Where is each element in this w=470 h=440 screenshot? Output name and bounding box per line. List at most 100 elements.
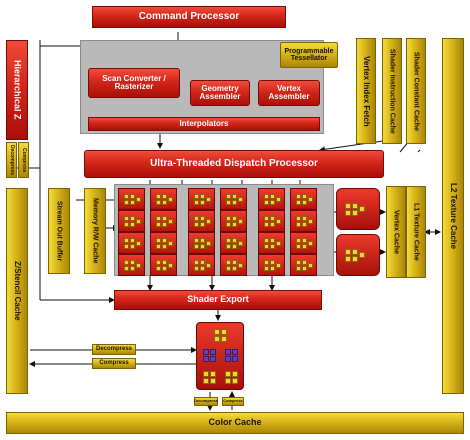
simd-core bbox=[258, 188, 285, 210]
render-backend-cell bbox=[225, 378, 231, 384]
simd-alu-cell bbox=[162, 200, 167, 205]
texture-unit-cell bbox=[345, 203, 351, 209]
simd-alu-cell bbox=[162, 216, 167, 221]
simd-alu-cell bbox=[226, 266, 231, 271]
render-backend-cell bbox=[210, 349, 216, 355]
z-stencil-cache-label: Z/Stencil Cache bbox=[13, 261, 23, 321]
simd-alu-cell bbox=[200, 244, 205, 249]
simd-alu-cell bbox=[264, 266, 269, 271]
simd-alu-cell bbox=[124, 200, 129, 205]
simd-alu-cell bbox=[232, 244, 237, 249]
decompress-left-top-block: Decompress bbox=[6, 142, 17, 178]
compress-left-top-block: Compress bbox=[18, 142, 29, 178]
simd-alu-cell bbox=[156, 238, 161, 243]
render-backend-cell bbox=[225, 371, 231, 377]
simd-alu-cell bbox=[130, 266, 135, 271]
tessellator-label: Programmable Tessellator bbox=[284, 47, 334, 62]
simd-alu-cell bbox=[124, 266, 129, 271]
simd-alu-cell bbox=[296, 244, 301, 249]
simd-alu-cell bbox=[264, 244, 269, 249]
shader-instruction-cache-label: Shader Instruction Cache bbox=[388, 48, 396, 134]
simd-alu-cell bbox=[302, 194, 307, 199]
simd-core bbox=[118, 232, 145, 254]
simd-alu-cell bbox=[238, 241, 243, 246]
simd-alu-cell bbox=[194, 200, 199, 205]
simd-alu-cell bbox=[270, 194, 275, 199]
simd-alu-cell bbox=[296, 222, 301, 227]
simd-core bbox=[188, 188, 215, 210]
simd-alu-cell bbox=[232, 194, 237, 199]
scan-converter-block: Scan Converter / Rasterizer bbox=[88, 68, 180, 98]
texture-unit-top bbox=[336, 188, 380, 230]
simd-alu-cell bbox=[206, 197, 211, 202]
simd-alu-cell bbox=[232, 222, 237, 227]
simd-alu-cell bbox=[270, 200, 275, 205]
simd-alu-cell bbox=[238, 197, 243, 202]
simd-alu-cell bbox=[232, 266, 237, 271]
simd-alu-cell bbox=[226, 200, 231, 205]
simd-alu-cell bbox=[156, 266, 161, 271]
simd-core bbox=[220, 254, 247, 276]
simd-alu-cell bbox=[124, 216, 129, 221]
simd-alu-cell bbox=[124, 194, 129, 199]
simd-core bbox=[188, 210, 215, 232]
simd-alu-cell bbox=[124, 244, 129, 249]
texture-unit-cell bbox=[352, 203, 358, 209]
vertex-cache-block: Vertex Cache bbox=[386, 186, 406, 278]
shader-instruction-cache-block: Shader Instruction Cache bbox=[382, 38, 402, 144]
simd-alu-cell bbox=[302, 200, 307, 205]
render-backend-cell bbox=[210, 356, 216, 362]
simd-alu-cell bbox=[276, 241, 281, 246]
simd-alu-cell bbox=[270, 244, 275, 249]
command-processor-block: Command Processor bbox=[92, 6, 286, 28]
render-backend-cell bbox=[225, 349, 231, 355]
decompress-bottom-block: Decompress bbox=[194, 397, 218, 406]
simd-alu-cell bbox=[232, 260, 237, 265]
simd-alu-cell bbox=[156, 244, 161, 249]
simd-alu-cell bbox=[156, 222, 161, 227]
simd-alu-cell bbox=[136, 197, 141, 202]
simd-alu-cell bbox=[226, 238, 231, 243]
simd-alu-cell bbox=[226, 194, 231, 199]
decompress-bottom-label: Decompress bbox=[194, 398, 219, 404]
simd-alu-cell bbox=[308, 241, 313, 246]
render-backend-cell bbox=[203, 378, 209, 384]
vertex-assembler-block: Vertex Assembler bbox=[258, 80, 320, 106]
texture-unit-bottom bbox=[336, 234, 380, 276]
memory-rw-cache-label: Memory R/W Cache bbox=[91, 198, 99, 264]
simd-alu-cell bbox=[168, 241, 173, 246]
simd-alu-cell bbox=[238, 219, 243, 224]
simd-alu-cell bbox=[296, 238, 301, 243]
simd-core bbox=[150, 232, 177, 254]
simd-alu-cell bbox=[270, 238, 275, 243]
simd-alu-cell bbox=[200, 260, 205, 265]
render-backend-cell bbox=[232, 378, 238, 384]
dispatch-processor-label: Ultra-Threaded Dispatch Processor bbox=[150, 157, 318, 169]
simd-alu-cell bbox=[168, 263, 173, 268]
simd-alu-cell bbox=[130, 238, 135, 243]
l1-texture-cache-block: L1 Texture Cache bbox=[406, 186, 426, 278]
simd-alu-cell bbox=[308, 219, 313, 224]
geometry-assembler-label: Geometry Assembler bbox=[199, 83, 241, 101]
simd-core bbox=[220, 210, 247, 232]
simd-alu-cell bbox=[276, 197, 281, 202]
render-backend-cell bbox=[232, 356, 238, 362]
simd-alu-cell bbox=[162, 194, 167, 199]
simd-alu-cell bbox=[296, 200, 301, 205]
simd-alu-cell bbox=[270, 266, 275, 271]
simd-core bbox=[290, 188, 317, 210]
compress-mid-label: Compress bbox=[99, 360, 129, 367]
simd-alu-cell bbox=[200, 222, 205, 227]
simd-alu-cell bbox=[270, 222, 275, 227]
stream-out-buffer-label: Stream Out Buffer bbox=[55, 200, 63, 262]
texture-unit-cell bbox=[352, 256, 358, 262]
simd-alu-cell bbox=[226, 216, 231, 221]
simd-alu-cell bbox=[168, 197, 173, 202]
simd-alu-cell bbox=[130, 216, 135, 221]
simd-core bbox=[188, 232, 215, 254]
hierarchical-z-label: Hierarchical Z bbox=[12, 60, 23, 120]
simd-shader-array bbox=[118, 188, 330, 276]
simd-alu-cell bbox=[206, 263, 211, 268]
simd-alu-cell bbox=[302, 216, 307, 221]
